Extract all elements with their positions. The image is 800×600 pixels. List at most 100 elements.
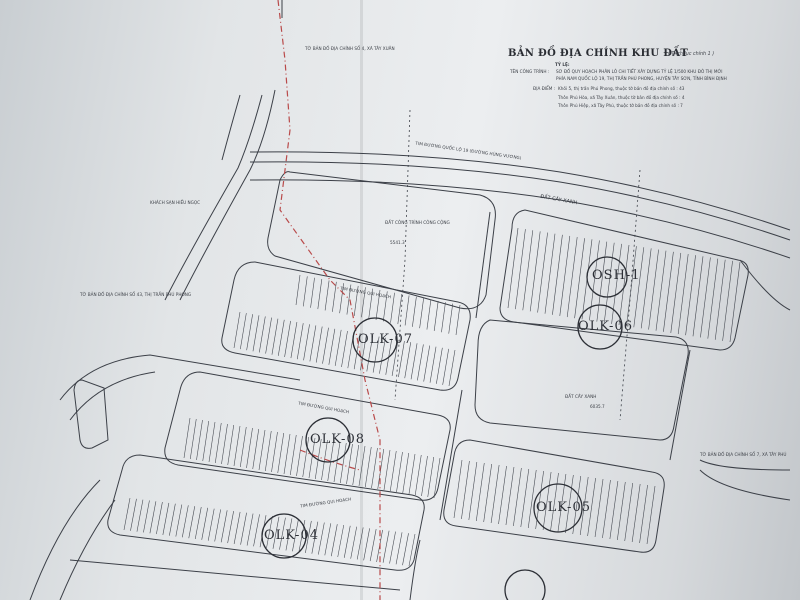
road-right-lower — [699, 459, 791, 471]
lot-line-olk04 — [272, 516, 280, 549]
lot-line-olk08 — [389, 450, 397, 492]
lot-line-olk05 — [587, 477, 596, 537]
lot-line-olk07-top — [397, 294, 403, 325]
circle-olk05 — [533, 483, 583, 533]
lot-line-olk04 — [169, 503, 176, 536]
lot-line-olk04 — [266, 515, 273, 549]
lot-line-olk08 — [314, 438, 322, 480]
block-olk05 — [443, 439, 665, 553]
lot-line-upper-right — [603, 242, 615, 323]
road-vert-center2 — [439, 389, 463, 521]
location-line3: Thôn Phú Hiệp, xã Tây Phú, thuộc tờ bản … — [558, 103, 683, 108]
lot-line-upper-right — [611, 243, 622, 324]
lot-line-upper-right — [522, 230, 534, 311]
lot-line-upper-right — [685, 255, 696, 336]
lot-line-upper-right — [633, 247, 645, 328]
lot-line-olk04 — [136, 499, 144, 532]
label-sheet-left: TỜ BẢN ĐỒ ĐỊA CHÍNH SỐ 43, THỊ TRẤN PHÚ … — [80, 292, 192, 297]
lot-line-olk07-top — [419, 298, 424, 329]
road-vert-center — [475, 211, 491, 319]
lot-line-olk07 — [328, 328, 336, 365]
lot-line-olk07 — [284, 320, 291, 357]
lot-line-olk07 — [265, 317, 272, 354]
lot-line-olk07 — [334, 329, 342, 366]
lot-line-olk07 — [417, 344, 424, 381]
lot-public-building — [267, 171, 496, 310]
lot-line-olk04 — [279, 517, 286, 550]
circle-osh1 — [586, 256, 628, 298]
circle-olk04 — [261, 513, 307, 559]
lot-line-upper-right — [670, 252, 682, 333]
lot-line-olk04 — [143, 500, 150, 533]
road-bottom — [69, 559, 401, 591]
location-label: ĐỊA ĐIỂM : — [533, 86, 556, 91]
lot-line-olk07 — [353, 333, 361, 370]
road-left-curve2 — [69, 371, 156, 421]
lot-line-olk08 — [402, 452, 410, 494]
lot-line-olk07 — [423, 345, 431, 382]
lot-line-olk07 — [240, 313, 247, 350]
road-right-upper — [739, 259, 791, 311]
road-top-edge3 — [249, 179, 791, 259]
lot-line-upper-right — [648, 249, 659, 330]
lot-line-olk04 — [188, 506, 196, 539]
lot-line-olk04 — [227, 511, 234, 544]
lot-line-upper-right — [714, 259, 726, 340]
road-left-bottom2 — [59, 499, 116, 600]
lot-line-olk07 — [442, 348, 449, 385]
lot-line-olk04 — [337, 524, 345, 558]
lot-line-olk07 — [379, 337, 386, 374]
lot-line-olk07 — [322, 327, 329, 364]
lot-line-olk07-top — [441, 302, 446, 333]
lot-line-olk05 — [557, 473, 567, 533]
lot-line-olk08 — [264, 430, 272, 472]
lot-line-olk04 — [311, 521, 319, 554]
lot-line-olk08 — [252, 428, 260, 470]
lot-line-olk04 — [389, 531, 396, 564]
block-label-osh1: OSH-1 — [592, 268, 641, 283]
lot-line-upper-right — [515, 229, 526, 310]
lot-line-olk05 — [631, 483, 641, 543]
block-label-olk06: OLK-06 — [578, 319, 633, 334]
lot-line-olk07-top — [433, 300, 439, 331]
lot-line-olk04 — [408, 533, 416, 567]
block-olk08 — [164, 371, 451, 501]
lot-line-olk07-top — [339, 283, 344, 314]
lot-line-olk08 — [383, 449, 391, 491]
lot-line-olk04 — [149, 501, 157, 534]
lot-line-upper-right — [663, 251, 674, 332]
lot-line-upper-right — [677, 254, 689, 335]
lot-line-olk05 — [520, 468, 530, 528]
lot-line-olk07-top — [448, 303, 454, 334]
lot-line-upper-right — [574, 238, 585, 319]
gridline-2 — [619, 169, 641, 421]
lot-line-olk05 — [624, 482, 634, 542]
lot-line-olk07-top — [412, 296, 417, 327]
lot-line-olk08 — [289, 434, 297, 476]
block-label-olk07: OLK-07 — [358, 332, 413, 347]
lot-line-olk07-top — [317, 279, 323, 310]
lot-line-olk08 — [189, 418, 197, 460]
lot-line-olk08 — [414, 454, 422, 496]
lot-line-olk05 — [572, 475, 582, 535]
block-label-olk08: OLK-08 — [310, 432, 365, 447]
lot-line-olk07 — [410, 343, 418, 380]
road-left-edge3 — [221, 94, 241, 161]
project-line1: SƠ ĐỒ QUY HOẠCH PHÂN LÔ CHI TIẾT XÂY DỰN… — [556, 69, 723, 74]
lot-line-olk08 — [214, 422, 222, 464]
lot-line-olk08 — [239, 426, 247, 468]
lot-line-olk05 — [646, 485, 656, 545]
lot-line-olk07 — [296, 323, 304, 360]
lot-line-olk08 — [271, 431, 278, 473]
lot-line-olk04 — [305, 520, 312, 553]
lot-line-olk04 — [240, 512, 247, 545]
lot-line-olk04 — [253, 514, 260, 547]
lot-line-olk08 — [377, 448, 385, 490]
lot-line-upper-right — [596, 241, 608, 322]
lot-line-olk08 — [277, 432, 285, 474]
lot-line-upper-right — [707, 258, 719, 339]
lot-line-olk05 — [542, 471, 552, 531]
label-sheet-top: TỜ BẢN ĐỒ ĐỊA CHÍNH SỐ 4, XÃ TÂY XUÂN — [305, 46, 395, 51]
lot-line-olk05 — [498, 465, 507, 525]
